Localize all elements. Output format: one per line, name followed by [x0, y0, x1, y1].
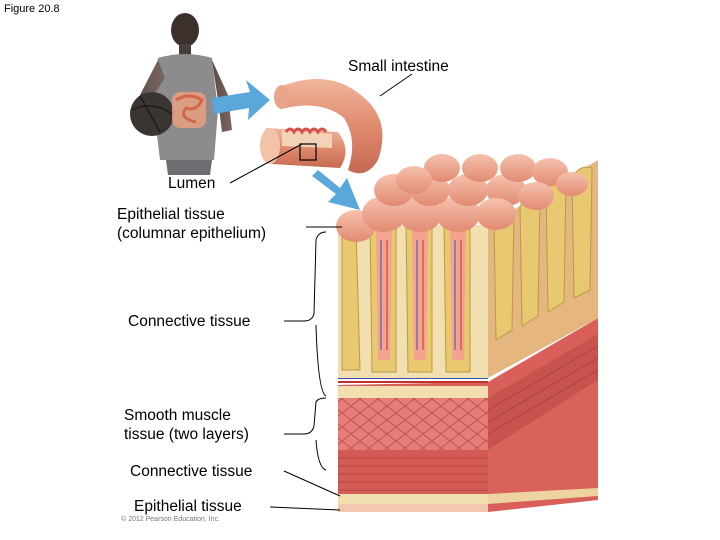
tissue-block	[338, 318, 599, 512]
epithelial-tissue-lower-label: Epithelial tissue	[134, 498, 242, 515]
connective-tissue-lower-label: Connective tissue	[130, 463, 253, 480]
smooth-muscle-label-line1: Smooth muscle	[124, 407, 231, 424]
small-intestine-label: Small intestine	[348, 58, 449, 75]
epithelial-columnar-label-line2: (columnar epithelium)	[117, 225, 267, 242]
arrow-to-section-icon	[312, 170, 360, 210]
arrow-to-intestine-icon	[212, 80, 270, 120]
zoom-box	[299, 143, 317, 161]
smooth-muscle-label-line2: tissue (two layers)	[124, 426, 249, 443]
small-intestine-tube	[260, 78, 383, 174]
villi	[336, 154, 598, 378]
person-figure	[130, 13, 232, 175]
epithelial-columnar-label-line1: Epithelial tissue	[117, 206, 225, 223]
leader-lines	[229, 73, 413, 511]
connective-tissue-upper-label: Connective tissue	[128, 313, 251, 330]
figure-label: Figure 20.8	[4, 3, 60, 15]
copyright-notice: © 2012 Pearson Education, Inc.	[121, 516, 220, 523]
lumen-label: Lumen	[168, 175, 216, 192]
